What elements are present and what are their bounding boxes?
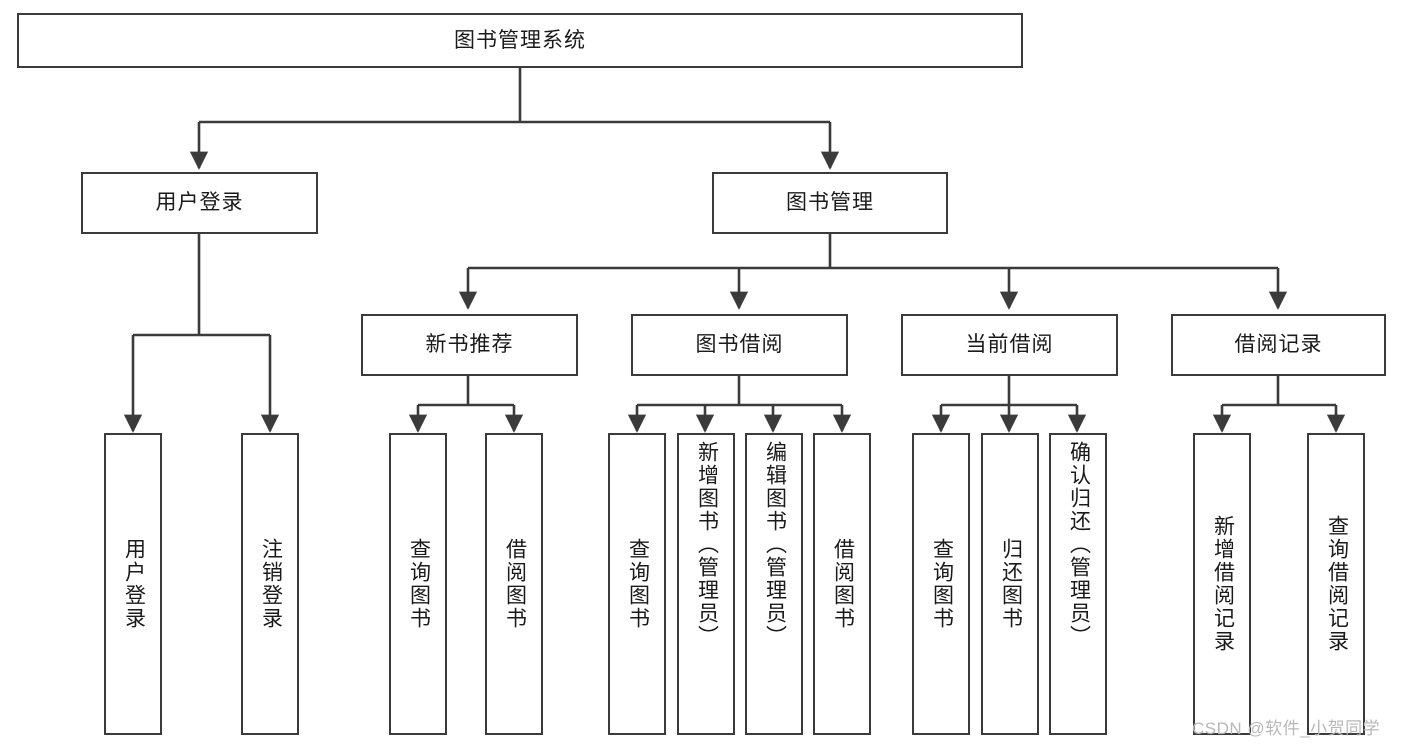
node-new-book-recommend[interactable]: 新书推荐 (361, 314, 578, 376)
node-label: 归还图书 (999, 538, 1023, 630)
node-book-borrow[interactable]: 图书借阅 (631, 314, 848, 376)
node-label: 注销登录 (259, 538, 283, 630)
leaf-user-login-signin[interactable]: 用户登录 (104, 433, 162, 735)
node-label: 图书管理系统 (454, 28, 586, 52)
leaf-current-borrow-confirm-return[interactable]: 确认归还（管理员） (1049, 433, 1107, 735)
leaf-borrow-record-query[interactable]: 查询借阅记录 (1307, 433, 1365, 735)
leaf-borrow-record-add[interactable]: 新增借阅记录 (1193, 433, 1251, 735)
node-label: 编辑图书（管理员） (763, 441, 787, 648)
leaf-book-borrow-query[interactable]: 查询图书 (608, 433, 666, 735)
leaf-book-borrow-edit[interactable]: 编辑图书（管理员） (745, 433, 803, 735)
node-label: 图书借阅 (695, 333, 784, 357)
node-borrow-record[interactable]: 借阅记录 (1171, 314, 1386, 376)
node-label: 当前借阅 (965, 333, 1054, 357)
leaf-book-borrow-borrow[interactable]: 借阅图书 (813, 433, 871, 735)
node-label: 图书管理 (786, 191, 874, 215)
node-book-management[interactable]: 图书管理 (712, 172, 948, 234)
leaf-new-book-query[interactable]: 查询图书 (389, 433, 447, 735)
node-label: 新增借阅记录 (1211, 515, 1235, 653)
node-current-borrow[interactable]: 当前借阅 (901, 314, 1118, 376)
node-user-login[interactable]: 用户登录 (81, 172, 318, 234)
node-label: 查询图书 (930, 538, 954, 630)
node-root-system[interactable]: 图书管理系统 (17, 13, 1023, 68)
node-label: 借阅图书 (831, 538, 855, 630)
leaf-new-book-borrow[interactable]: 借阅图书 (485, 433, 543, 735)
node-label: 查询借阅记录 (1325, 515, 1349, 653)
leaf-current-borrow-return[interactable]: 归还图书 (981, 433, 1039, 735)
node-label: 查询图书 (407, 538, 431, 630)
node-label: 新书推荐 (425, 333, 514, 357)
node-label: 查询图书 (626, 538, 650, 630)
node-label: 用户登录 (122, 538, 146, 630)
leaf-current-borrow-query[interactable]: 查询图书 (912, 433, 970, 735)
node-label: 借阅图书 (503, 538, 527, 630)
node-label: 借阅记录 (1234, 333, 1323, 357)
node-label: 用户登录 (155, 191, 244, 215)
leaf-book-borrow-add[interactable]: 新增图书（管理员） (677, 433, 735, 735)
leaf-user-login-signout[interactable]: 注销登录 (241, 433, 299, 735)
node-label: 确认归还（管理员） (1067, 441, 1091, 648)
node-label: 新增图书（管理员） (695, 441, 719, 648)
